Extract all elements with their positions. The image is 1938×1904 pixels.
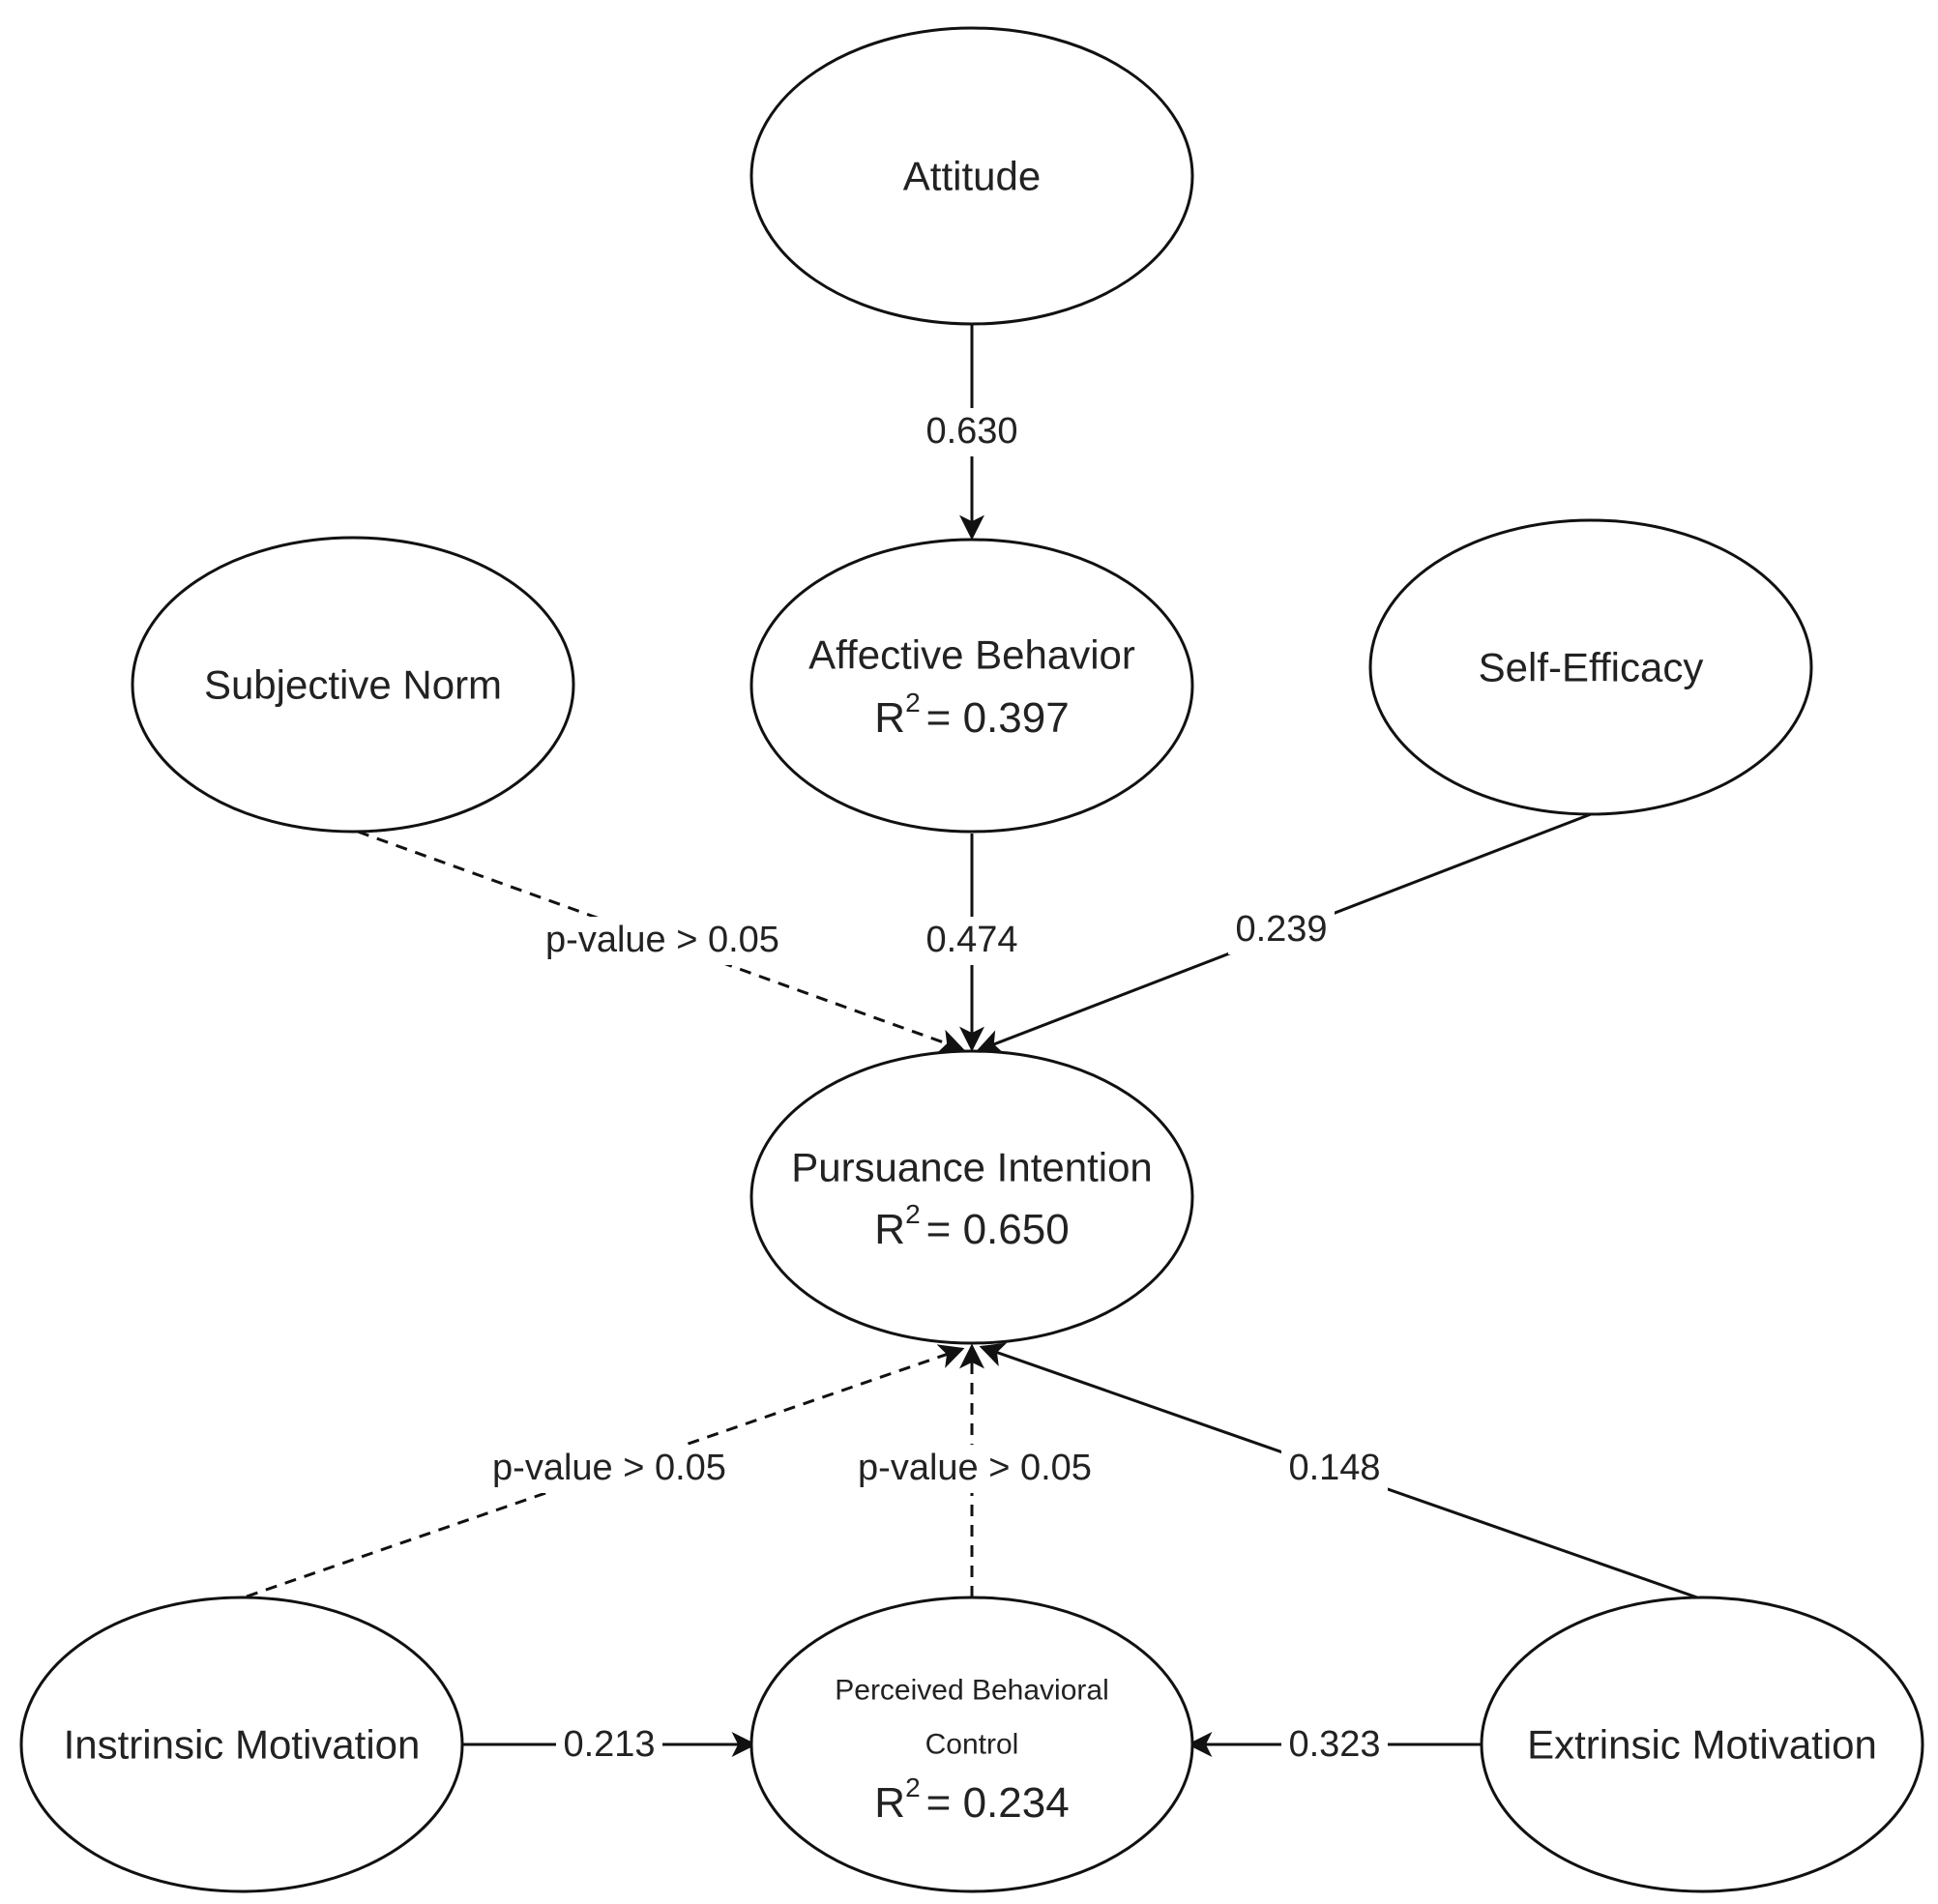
edge-affective-to-pursuance: 0.474 [914,834,1030,1052]
edge-self-efficacy-to-pursuance: 0.239 [976,812,1592,1054]
r-squared: R2= 0.397 [874,688,1069,742]
node-label: Self-Efficacy [1479,645,1704,690]
node-perceived-behavioral-control: Perceived Behavioral Control R2= 0.234 [749,1596,1194,1893]
edge-label-extrinsic-pursuance: 0.148 [1288,1448,1380,1488]
node-attitude: Attitude [749,26,1194,326]
node-self-efficacy: Self-Efficacy [1368,518,1813,816]
edge-label-subjective-norm: p-value > 0.05 [545,920,779,960]
edge-label-intrinsic-pursuance: p-value > 0.05 [492,1448,726,1488]
edge-label-extrinsic-pbc: 0.323 [1288,1724,1380,1765]
r-squared: R2= 0.650 [874,1199,1069,1253]
node-ellipse [749,1049,1194,1345]
node-ellipse [1480,1596,1924,1893]
r-squared: R2= 0.234 [874,1772,1069,1827]
edge-label-attitude-affective: 0.630 [925,411,1017,452]
node-label: Attitude [903,154,1041,199]
node-ellipse [749,538,1194,834]
edge-intrinsic-to-pursuance: p-value > 0.05 [246,1344,965,1598]
edge-pbc-to-pursuance: p-value > 0.05 [839,1343,1110,1597]
edge-extrinsic-to-pbc: 0.323 [1187,1721,1482,1768]
node-label: Extrinsic Motivation [1527,1722,1877,1768]
node-ellipse [19,1596,464,1893]
edge-label-intrinsic-pbc: 0.213 [563,1724,655,1765]
node-ellipse [749,1596,1194,1893]
node-ellipse [749,26,1194,326]
edge-intrinsic-to-pbc: 0.213 [462,1721,757,1768]
node-label: Pursuance Intention [791,1145,1153,1190]
node-ellipse [1368,518,1813,816]
node-label-line2: Control [925,1729,1019,1761]
node-label: Instrinsic Motivation [64,1722,421,1768]
node-affective-behavior: Affective Behavior R2= 0.397 [749,538,1194,834]
node-label: Affective Behavior [808,632,1135,678]
edge-attitude-to-affective: 0.630 [914,325,1030,541]
node-extrinsic-motivation: Extrinsic Motivation [1480,1596,1924,1893]
edge-label-pbc-pursuance: p-value > 0.05 [858,1448,1092,1488]
node-subjective-norm: Subjective Norm [131,536,575,834]
edge-line [246,1344,965,1598]
edge-label-affective-pursuance: 0.474 [925,920,1017,960]
node-intrinsic-motivation: Instrinsic Motivation [19,1596,464,1893]
node-label-line1: Perceived Behavioral [835,1675,1109,1707]
edge-line [357,830,965,1054]
node-ellipse [131,536,575,834]
edge-subjective-norm-to-pursuance: p-value > 0.05 [357,830,965,1054]
node-label: Subjective Norm [204,662,502,708]
edge-label-self-efficacy: 0.239 [1235,909,1327,950]
node-pursuance-intention: Pursuance Intention R2= 0.650 [749,1049,1194,1345]
edge-extrinsic-to-pursuance: 0.148 [979,1342,1698,1599]
